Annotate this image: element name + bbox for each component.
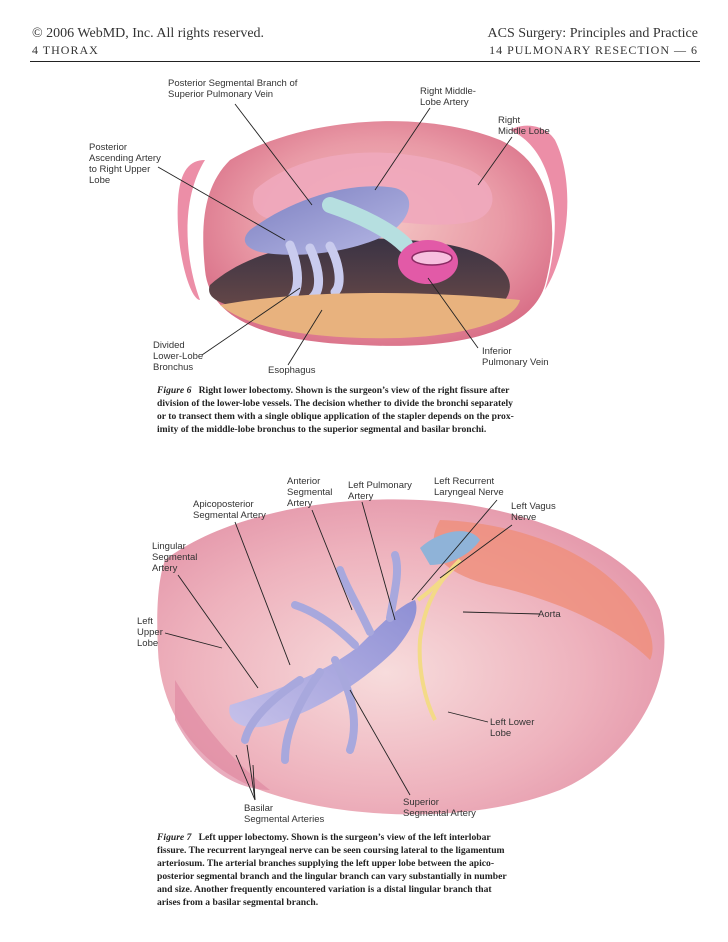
figure-6-leaders [157, 103, 513, 366]
label-left-vagus-nerve: Left Vagus Nerve [511, 501, 556, 523]
label-lingular-segmental-artery: Lingular Segmental Artery [152, 541, 198, 574]
label-anterior-segmental-artery: Anterior Segmental Artery [287, 476, 333, 509]
figure-7-leaders [164, 499, 541, 801]
figure-7-illustration [157, 499, 665, 815]
label-right-middle-lobe-artery: Right Middle- Lobe Artery [420, 86, 476, 108]
label-left-recurrent-laryngeal-nerve: Left Recurrent Laryngeal Nerve [434, 476, 504, 498]
label-superior-segmental-artery: Superior Segmental Artery [403, 797, 476, 819]
label-apicoposterior-segmental-artery: Apicoposterior Segmental Artery [193, 499, 266, 521]
figure-6-caption: Figure 6 Right lower lobectomy. Shown is… [157, 385, 514, 435]
header-rule [30, 61, 700, 62]
label-basilar-segmental-arteries: Basilar Segmental Arteries [244, 803, 325, 825]
label-posterior-ascending-artery: Posterior Ascending Artery to Right Uppe… [89, 142, 161, 186]
copyright-notice: © 2006 WebMD, Inc. All rights reserved. [32, 26, 265, 41]
label-left-lower-lobe: Left Lower Lobe [490, 717, 535, 739]
figure-7-label: Figure 7 [157, 832, 192, 843]
book-title: ACS Surgery: Principles and Practice [487, 26, 699, 41]
label-esophagus: Esophagus [268, 365, 316, 376]
label-posterior-segmental-branch: Posterior Segmental Branch of Superior P… [168, 78, 298, 100]
figure-7-caption: Figure 7 Left upper lobectomy. Shown is … [157, 832, 507, 908]
label-right-middle-lobe: Right Middle Lobe [498, 115, 550, 137]
label-left-upper-lobe: Left Upper Lobe [137, 616, 163, 649]
section-title: 4 THORAX [32, 43, 99, 57]
label-left-pulmonary-artery: Left Pulmonary Artery [348, 480, 412, 502]
label-inferior-pulmonary-vein: Inferior Pulmonary Vein [482, 346, 549, 368]
label-divided-lower-lobe-bronchus: Divided Lower-Lobe Bronchus [153, 340, 204, 373]
label-aorta: Aorta [538, 609, 561, 620]
figure-6-label: Figure 6 [157, 385, 192, 396]
figure-6-illustration [177, 121, 568, 346]
chapter-title: 14 PULMONARY RESECTION — 6 [489, 43, 698, 57]
